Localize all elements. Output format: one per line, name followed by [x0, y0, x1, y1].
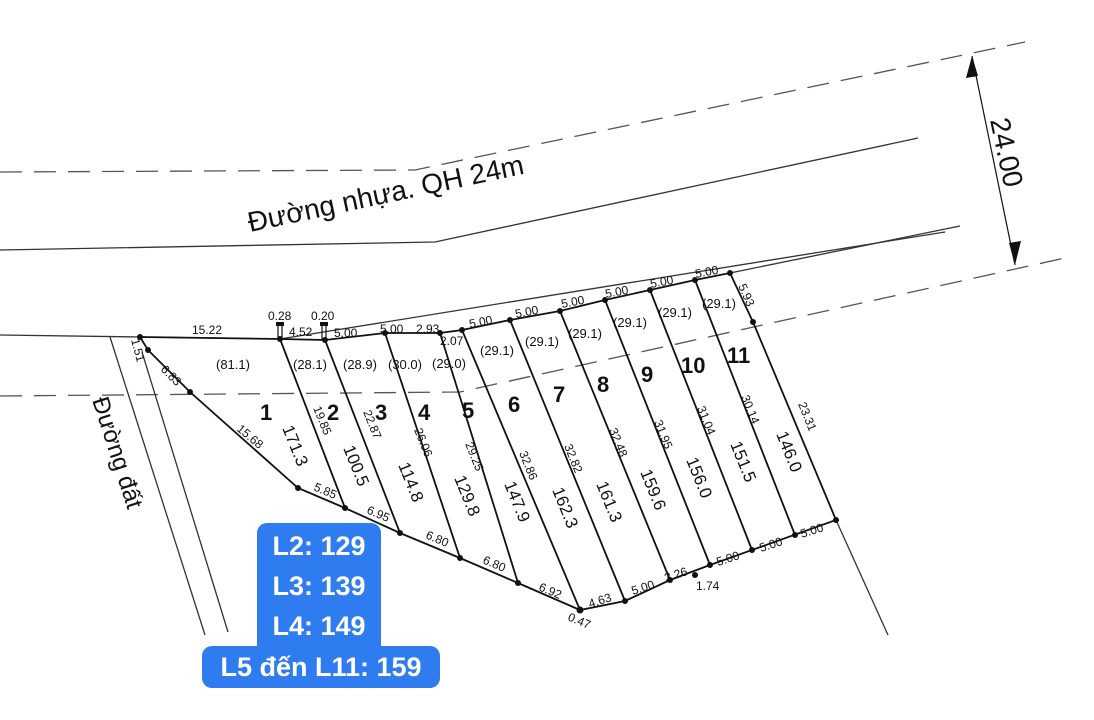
svg-text:5.00: 5.00	[334, 326, 358, 340]
road-width-label: 24.00	[984, 115, 1029, 190]
svg-text:159.6: 159.6	[636, 466, 670, 513]
main-road-label: Đường nhựa. QH 24m	[245, 149, 527, 238]
svg-text:(29.1): (29.1)	[480, 343, 514, 358]
svg-text:0.28: 0.28	[268, 309, 292, 323]
svg-text:5: 5	[462, 398, 474, 423]
svg-text:(29.1): (29.1)	[658, 305, 692, 320]
svg-text:15.68: 15.68	[234, 422, 266, 452]
svg-text:(30.0): (30.0)	[388, 357, 422, 372]
road-boundary-bottom-dashed	[0, 257, 1066, 397]
setback-marker	[276, 322, 284, 326]
svg-text:11: 11	[727, 343, 750, 368]
svg-text:129.8: 129.8	[450, 472, 484, 519]
price-lot-4: L4: 149	[272, 611, 366, 641]
svg-text:23.31: 23.31	[795, 400, 819, 433]
svg-text:6.80: 6.80	[481, 553, 508, 575]
svg-text:2.93: 2.93	[416, 322, 440, 336]
lot-dividers	[279, 279, 796, 611]
svg-text:(28.9): (28.9)	[343, 357, 377, 372]
svg-text:(29.1): (29.1)	[702, 296, 736, 311]
svg-text:9: 9	[641, 362, 653, 387]
svg-text:7: 7	[553, 382, 565, 407]
svg-text:151.5: 151.5	[726, 438, 760, 485]
svg-text:32.48: 32.48	[606, 426, 630, 459]
svg-text:5.00: 5.00	[715, 548, 742, 569]
back-dimensions: 5.85 6.95 6.80 6.80 6.92 0.47 4.63 5.00 …	[312, 480, 826, 632]
price-callout-top: L2: 129 L3: 139 L4: 149	[257, 523, 381, 651]
svg-text:6.92: 6.92	[537, 580, 564, 602]
svg-text:5.00: 5.00	[758, 534, 785, 555]
svg-text:5.00: 5.00	[380, 322, 404, 336]
svg-text:(29.1): (29.1)	[613, 315, 647, 330]
svg-text:32.82: 32.82	[561, 442, 585, 475]
lot-boundary	[138, 271, 838, 611]
svg-text:(81.1): (81.1)	[216, 357, 250, 372]
svg-text:30.14: 30.14	[738, 393, 762, 426]
svg-text:5.00: 5.00	[799, 520, 826, 541]
side-road-label: Đường đất	[86, 394, 148, 513]
neighbor-boundary	[835, 519, 889, 636]
svg-text:5.00: 5.00	[560, 293, 586, 311]
road-width-dimension-line	[971, 55, 1016, 266]
road-edge-top	[0, 137, 919, 251]
svg-text:1.74: 1.74	[696, 579, 720, 593]
arrow-up-icon	[966, 56, 978, 78]
svg-text:5.00: 5.00	[649, 273, 675, 291]
svg-text:171.3: 171.3	[278, 422, 312, 469]
road-boundary-top-dashed	[0, 41, 1026, 173]
svg-text:8: 8	[597, 372, 609, 397]
svg-text:31.95: 31.95	[651, 418, 675, 451]
corner-points	[137, 270, 839, 614]
svg-text:5.00: 5.00	[694, 263, 720, 281]
lot-areas: 171.3 100.5 114.8 129.8 147.9 162.3 161.…	[278, 422, 806, 531]
svg-text:(29.1): (29.1)	[525, 334, 559, 349]
price-lot-2: L2: 129	[272, 531, 366, 561]
svg-text:5.00: 5.00	[514, 303, 540, 321]
svg-text:5.00: 5.00	[630, 577, 657, 598]
svg-text:0.47: 0.47	[566, 610, 593, 632]
svg-text:5.93: 5.93	[735, 282, 757, 309]
svg-text:147.9: 147.9	[500, 478, 534, 525]
arrow-down-icon	[1009, 241, 1021, 265]
front-dimensions: 15.22 0.28 4.52 0.20 5.00 5.00 2.93 2.07…	[192, 263, 758, 348]
svg-text:6: 6	[508, 392, 520, 417]
svg-text:6.80: 6.80	[424, 528, 451, 550]
svg-text:10: 10	[681, 353, 705, 378]
svg-text:4: 4	[418, 400, 431, 425]
svg-text:6.95: 6.95	[365, 503, 392, 525]
front-areas: (81.1) (28.1) (28.9) (30.0) (29.0) (29.1…	[216, 296, 736, 372]
svg-text:3.26: 3.26	[663, 564, 690, 585]
svg-text:26.06: 26.06	[411, 426, 435, 459]
price-lots-5-11: L5 đến L11: 159	[220, 652, 422, 682]
setback-marker	[320, 322, 328, 326]
svg-text:31.04: 31.04	[694, 404, 718, 437]
svg-text:156.0: 156.0	[682, 454, 716, 501]
svg-text:114.8: 114.8	[394, 459, 427, 504]
svg-text:1: 1	[260, 400, 272, 425]
svg-text:5.00: 5.00	[468, 313, 494, 331]
svg-text:4.52: 4.52	[289, 325, 313, 339]
price-lot-3: L3: 139	[272, 571, 366, 601]
svg-text:3: 3	[375, 400, 387, 425]
svg-text:1.51: 1.51	[128, 337, 148, 363]
svg-text:(28.1): (28.1)	[293, 357, 327, 372]
price-callout-bottom: L5 đến L11: 159	[202, 646, 440, 688]
front-extension	[729, 225, 961, 274]
svg-text:2: 2	[327, 400, 339, 425]
svg-text:(29.1): (29.1)	[568, 326, 602, 341]
svg-text:2.07: 2.07	[440, 334, 464, 348]
side-road-edge-outer	[109, 336, 206, 636]
svg-text:29.25: 29.25	[462, 440, 486, 473]
svg-text:0.20: 0.20	[311, 309, 335, 323]
side-road-edge-inner	[141, 351, 229, 633]
svg-text:161.3: 161.3	[592, 478, 626, 525]
svg-text:162.3: 162.3	[548, 484, 582, 531]
svg-text:4.63: 4.63	[587, 590, 614, 611]
svg-text:(29.0): (29.0)	[432, 356, 466, 371]
svg-text:15.22: 15.22	[192, 323, 222, 337]
svg-text:6.83: 6.83	[158, 362, 185, 389]
svg-text:5.00: 5.00	[604, 283, 630, 301]
lot-numbers: 1 2 3 4 5 6 7 8 9 10 11	[260, 343, 750, 425]
